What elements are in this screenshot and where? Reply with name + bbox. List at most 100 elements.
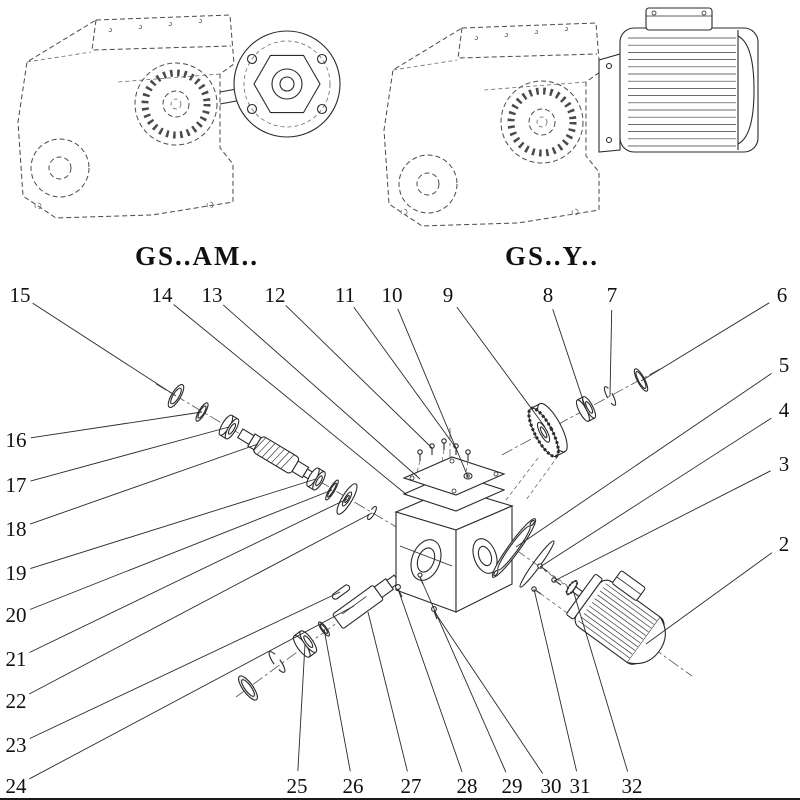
gearbox-y-drawing (383, 7, 759, 227)
motor-body (619, 27, 759, 153)
leader-line-24 (29, 605, 355, 780)
model-am-label: GS..AM.. (135, 241, 259, 271)
am-cover-screw (197, 18, 202, 23)
part-flange-gasket (519, 540, 555, 588)
motor-adapter-flange (598, 53, 621, 153)
leader-line-17 (30, 426, 230, 482)
bolt-stem (535, 589, 542, 595)
model-y-label: GS..Y.. (505, 241, 599, 271)
gasket-ring (519, 540, 555, 588)
part-number-11: 11 (335, 283, 355, 307)
screw-projection (441, 449, 445, 463)
exploded-view (155, 368, 693, 701)
part-worm-shaft (236, 428, 315, 481)
circlip-ring (603, 386, 617, 406)
screw-head (417, 449, 423, 455)
leader-line-12 (285, 305, 433, 449)
screw-head (465, 449, 471, 455)
y-foot-hole (571, 208, 579, 216)
part-number-27: 27 (401, 774, 422, 798)
cover-plug-center (466, 474, 470, 478)
worm-thread-line (276, 451, 290, 466)
part-number-19: 19 (6, 561, 27, 585)
y-cover-screw (534, 29, 539, 34)
bolt-projection (546, 570, 587, 600)
am-gear-circle-inner (162, 90, 190, 118)
am-flange-bolt-hole (246, 103, 258, 115)
part-number-31: 31 (570, 774, 591, 798)
ring-inner (635, 370, 647, 390)
seal-inner (241, 679, 255, 697)
worm-axis-line (155, 383, 399, 529)
shim-inner (197, 405, 207, 419)
worm-thread-line (280, 454, 295, 469)
bolt-stem (555, 580, 562, 586)
part-number-26: 26 (343, 774, 364, 798)
am-bore-inner (48, 156, 72, 180)
y-foot-hole (400, 208, 408, 216)
bearing-bore (315, 475, 323, 487)
motor-fin-line (594, 598, 646, 636)
motor-fin-line (591, 601, 644, 640)
leader-line-10 (397, 308, 469, 478)
motor-fin-line (583, 613, 636, 651)
gearbox-am-drawing (17, 14, 341, 219)
part-number-17: 17 (6, 473, 27, 497)
y-cover-screw (473, 36, 478, 41)
am-body-line-2 (117, 73, 221, 83)
part-number-15: 15 (10, 283, 31, 307)
am-output-flange (219, 30, 341, 138)
am-cover-screw (167, 21, 172, 26)
part-number-14: 14 (152, 283, 174, 307)
leader-line-26 (323, 628, 351, 772)
screw-head (417, 572, 423, 578)
bearing-bore (585, 400, 594, 414)
screw-projection (465, 460, 469, 473)
part-motor (565, 570, 666, 665)
motor-terminal-box (645, 7, 713, 31)
gear-hub (536, 421, 551, 443)
cover-plate (402, 456, 506, 496)
am-bore-outer (30, 138, 90, 198)
leader-line-7 (609, 309, 613, 397)
part-number-2: 2 (779, 532, 790, 556)
disc-hub (344, 494, 350, 504)
y-body-line-2 (483, 81, 587, 91)
gear-drop-line (525, 455, 559, 501)
cover-hole (493, 471, 499, 477)
motor-fin-line (589, 605, 641, 644)
leader-line-6 (640, 302, 770, 382)
am-flange-shaft-bore (279, 76, 295, 92)
am-body-line-1 (26, 51, 92, 63)
motor-terminal-bolt (651, 10, 657, 16)
part-cover-assembly (402, 438, 506, 512)
gear-drop-line (505, 457, 539, 501)
worm-thread-line (261, 443, 276, 458)
leader-line-22 (29, 512, 373, 695)
motor-fin-line (599, 590, 652, 629)
leader-line-9 (456, 306, 546, 428)
motor-fins (578, 583, 657, 659)
leader-line-11 (353, 306, 457, 449)
bearing-bore (303, 635, 314, 649)
flange-bolt-hole (529, 519, 535, 527)
part-number-16: 16 (6, 428, 27, 452)
am-gear-hub (170, 98, 182, 110)
cover-hole (451, 488, 457, 494)
part-number-28: 28 (457, 774, 478, 798)
am-flange-bolt-hole (316, 53, 328, 65)
motor-fin-line (605, 583, 657, 621)
leader-line-20 (29, 489, 333, 610)
leader-line-19 (30, 478, 317, 569)
motor-end-cap-arc (737, 35, 755, 145)
part-gear-circlip (603, 386, 617, 406)
bolt-stem (541, 566, 548, 572)
part-gear-seal-ring (633, 368, 649, 392)
shaft-keyway (341, 596, 367, 615)
leader-line-3 (553, 470, 771, 582)
worm-thread-line (257, 440, 271, 455)
part-number-13: 13 (202, 283, 223, 307)
am-flange-inner-ring (271, 68, 303, 100)
